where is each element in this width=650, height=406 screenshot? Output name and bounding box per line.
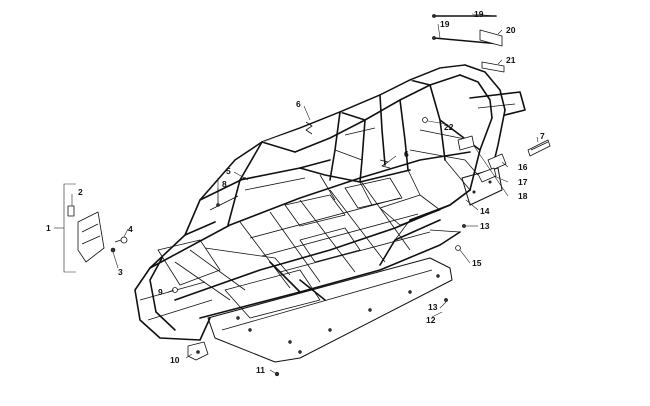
callout-14: 14 <box>480 206 490 216</box>
callout-12: 12 <box>426 315 436 325</box>
callout-6-lower: 6 <box>404 149 409 159</box>
rear-bracket <box>487 153 507 171</box>
callout-3: 3 <box>118 267 123 277</box>
main-frame <box>134 64 526 341</box>
callout-8: 8 <box>222 179 227 189</box>
screw <box>216 188 220 207</box>
callout-labels: 1 2 3 4 5 6 6 7 8 9 10 11 12 13 13 14 15… <box>46 9 545 375</box>
callout-5: 5 <box>226 166 231 176</box>
callout-18: 18 <box>518 191 528 201</box>
callout-17: 17 <box>518 177 528 187</box>
callout-13-lower: 13 <box>428 302 438 312</box>
callout-7: 7 <box>540 131 545 141</box>
roof-bracket <box>422 117 428 123</box>
cable-tie <box>305 121 391 169</box>
callout-10: 10 <box>170 355 180 365</box>
leader-lines <box>54 13 539 374</box>
skid-plate <box>207 257 453 363</box>
callout-19-top: 19 <box>474 9 484 19</box>
bolt <box>114 236 128 244</box>
callout-21: 21 <box>506 55 516 65</box>
grip-strip <box>527 139 551 157</box>
callout-20: 20 <box>506 25 516 35</box>
callout-1: 1 <box>46 223 51 233</box>
front-mount <box>187 341 209 361</box>
panel-screws <box>444 224 466 302</box>
clip <box>172 287 178 293</box>
frame-bolt <box>455 245 461 251</box>
callout-15: 15 <box>472 258 482 268</box>
callout-2: 2 <box>78 187 83 197</box>
callout-22: 22 <box>444 122 454 132</box>
callout-16: 16 <box>518 162 528 172</box>
callout-9: 9 <box>158 287 163 297</box>
rear-cross-bars <box>432 14 505 73</box>
skid-plate-screw <box>274 371 280 377</box>
nut <box>110 247 116 253</box>
callout-11: 11 <box>256 365 265 375</box>
callout-13-upper: 13 <box>480 221 490 231</box>
callout-4: 4 <box>128 224 133 234</box>
headlight-bracket <box>67 205 105 263</box>
callout-19-second: 19 <box>440 19 450 29</box>
callout-6-upper: 6 <box>296 99 301 109</box>
